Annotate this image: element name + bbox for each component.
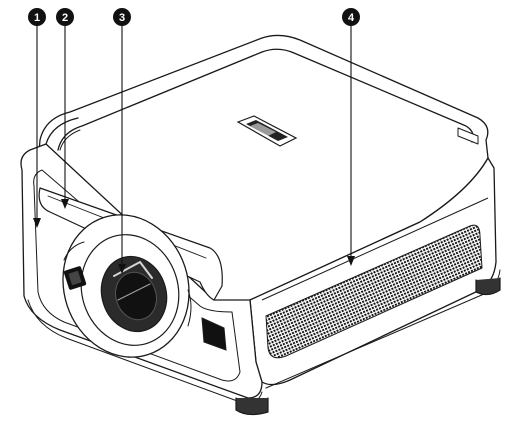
arrowhead-1 xyxy=(33,218,41,228)
callout-4-label: 4 xyxy=(348,12,355,24)
arrowhead-2 xyxy=(61,199,69,209)
feet xyxy=(235,277,501,416)
callout-1: 1 xyxy=(28,8,46,26)
front-sensor xyxy=(201,317,227,351)
callout-1-label: 1 xyxy=(34,12,40,24)
corner-nubs xyxy=(59,127,479,151)
arrowhead-3 xyxy=(118,264,126,274)
callout-4: 4 xyxy=(342,8,360,26)
callout-2-label: 2 xyxy=(62,12,68,24)
lens-assembly xyxy=(62,214,192,358)
front-button xyxy=(63,266,87,290)
arrowhead-4 xyxy=(347,256,355,266)
callout-leaders xyxy=(33,24,355,274)
side-vent xyxy=(261,197,489,359)
label-plate xyxy=(236,115,298,147)
callout-3-label: 3 xyxy=(119,12,125,24)
callout-3: 3 xyxy=(113,8,131,26)
callout-2: 2 xyxy=(56,8,74,26)
